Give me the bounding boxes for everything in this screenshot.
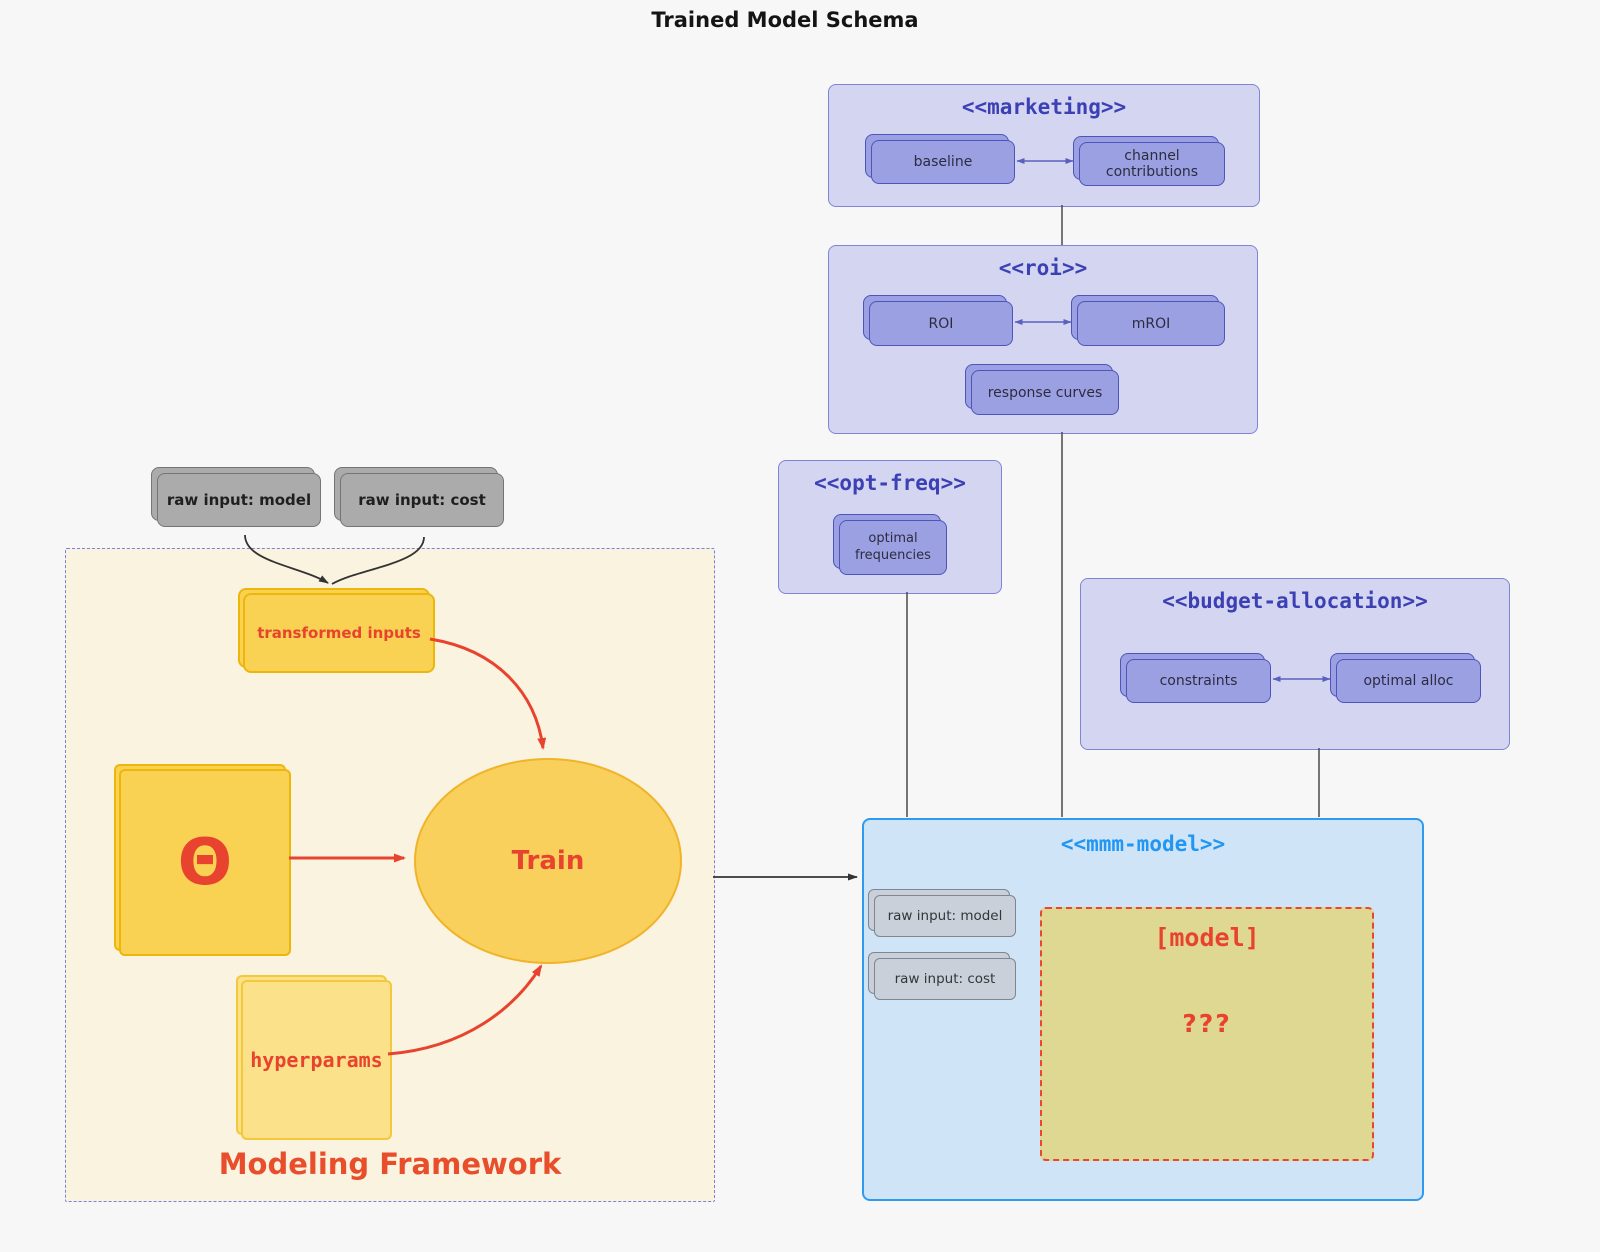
node-baseline-label: baseline	[913, 154, 973, 170]
node-response-curves: response curves	[965, 364, 1119, 415]
node-raw-input-cost-label: raw input: cost	[358, 491, 486, 509]
node-mmm-raw-input-model: raw input: model	[868, 889, 1016, 937]
container-budget-allocation-title: <<budget-allocation>>	[1162, 589, 1428, 613]
container-opt-freq: <<opt-freq>> optimal frequencies	[778, 460, 1002, 594]
node-transformed-inputs-label: transformed inputs	[257, 624, 421, 642]
container-budget-allocation: <<budget-allocation>> constraints optima…	[1080, 578, 1510, 750]
node-roi: ROI	[863, 295, 1013, 346]
node-theta-label: Θ	[177, 825, 233, 900]
node-baseline: baseline	[865, 134, 1015, 184]
container-marketing: <<marketing>> baseline channel contribut…	[828, 84, 1260, 207]
container-modeling-framework: transformed inputs Θ Train hyperparams M…	[65, 548, 715, 1202]
model-box-title: [model]	[1154, 923, 1260, 952]
node-constraints: constraints	[1120, 653, 1271, 703]
node-mmm-raw-input-model-label: raw input: model	[887, 908, 1003, 924]
node-response-curves-label: response curves	[987, 384, 1103, 401]
node-raw-input-model-label: raw input: model	[166, 491, 312, 509]
node-mroi: mROI	[1071, 295, 1225, 346]
node-mroi-label: mROI	[1131, 315, 1171, 332]
model-placeholder-box: [model] ???	[1040, 907, 1374, 1161]
container-opt-freq-title: <<opt-freq>>	[814, 471, 966, 495]
container-marketing-title: <<marketing>>	[961, 95, 1127, 119]
node-train: Train	[414, 758, 682, 964]
node-optimal-frequencies: optimal frequencies	[833, 514, 947, 575]
node-hyperparams-label: hyperparams	[250, 1048, 383, 1072]
node-roi-label: ROI	[928, 315, 954, 332]
node-theta: Θ	[114, 764, 291, 956]
node-raw-input-cost: raw input: cost	[334, 467, 504, 527]
node-optimal-frequencies-label: optimal frequencies	[855, 530, 931, 563]
container-roi-title: <<roi>>	[998, 256, 1088, 280]
container-mmm-model: <<mmm-model>> raw input: model raw input…	[862, 818, 1424, 1201]
node-transformed-inputs: transformed inputs	[238, 588, 435, 673]
node-raw-input-model: raw input: model	[151, 467, 321, 527]
modeling-framework-label: Modeling Framework	[218, 1147, 562, 1181]
node-optimal-alloc: optimal alloc	[1330, 653, 1481, 703]
node-train-label: Train	[511, 846, 585, 876]
page-title: Trained Model Schema	[651, 8, 919, 32]
node-optimal-alloc-label: optimal alloc	[1363, 673, 1454, 689]
model-box-question-marks: ???	[1182, 1009, 1232, 1038]
node-mmm-raw-input-cost: raw input: cost	[868, 952, 1016, 1000]
node-constraints-label: constraints	[1159, 673, 1238, 689]
node-mmm-raw-input-cost-label: raw input: cost	[894, 971, 996, 987]
node-hyperparams: hyperparams	[236, 975, 392, 1140]
container-mmm-model-title: <<mmm-model>>	[1060, 832, 1226, 856]
node-channel-contributions-label: channel contributions	[1105, 148, 1199, 180]
container-roi: <<roi>> ROI mROI response curves	[828, 245, 1258, 434]
node-channel-contributions: channel contributions	[1073, 136, 1225, 186]
